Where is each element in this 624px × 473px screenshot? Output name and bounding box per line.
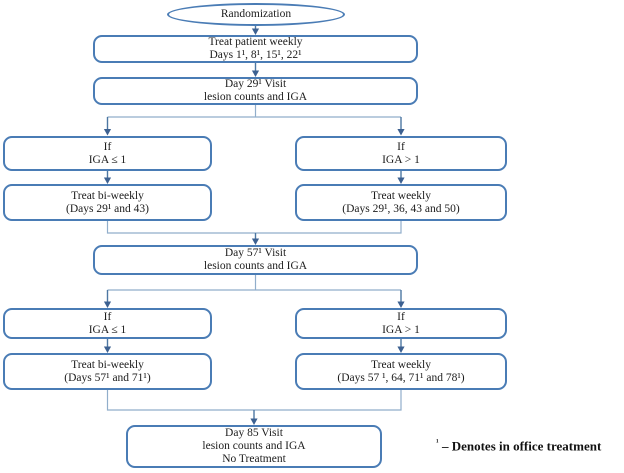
node-line: IGA ≤ 1 [88, 323, 127, 336]
arrowhead-icon [397, 301, 405, 308]
merge-line-to-day85 [106, 390, 402, 411]
node-day-29-visit: Day 29¹ Visit lesion counts and IGA [93, 77, 418, 105]
node-line: Treat weekly [371, 358, 431, 371]
arrowhead-icon [103, 301, 112, 308]
arrow-shafts [106, 25, 402, 420]
arrowhead-icon [103, 177, 112, 184]
node-line: Treat weekly [371, 189, 431, 202]
node-day-57-visit: Day 57¹ Visit lesion counts and IGA [93, 245, 418, 275]
node-line: (Days 57¹ and 71¹) [64, 371, 151, 384]
split-line-day29 [107, 105, 401, 118]
node-treat-biweekly-first: Treat bi-weekly (Days 29¹ and 43) [3, 184, 212, 221]
node-line: If [397, 310, 405, 323]
arrowhead-icon [103, 346, 112, 353]
node-treat-weekly-first: Treat weekly (Days 29¹, 36, 43 and 50) [295, 184, 507, 221]
arrowhead-icon [250, 418, 258, 425]
node-if-iga-le-1-second: If IGA ≤ 1 [3, 308, 212, 339]
node-randomization: Randomization [167, 3, 345, 26]
node-treat-biweekly-second: Treat bi-weekly (Days 57¹ and 71¹) [3, 353, 212, 390]
footnote-marker: ¹ [436, 437, 439, 447]
arrowhead-icon [251, 70, 260, 77]
arrowhead-icon [251, 238, 260, 245]
node-line: (Days 29¹ and 43) [66, 202, 149, 215]
node-line: lesion counts and IGA [203, 260, 308, 272]
node-line: If [103, 140, 112, 153]
node-line: Treat patient weekly [208, 36, 303, 48]
node-if-iga-gt-1-second: If IGA > 1 [295, 308, 507, 339]
node-line: Day 85 Visit [225, 427, 283, 439]
arrowhead-icon [397, 129, 405, 136]
node-line: Day 29¹ Visit [224, 78, 287, 90]
footnote-text: – Denotes in office treatment [441, 438, 602, 454]
node-day-85-visit: Day 85 Visit lesion counts and IGA No Tr… [126, 425, 382, 468]
node-line: Day 57¹ Visit [224, 247, 287, 259]
node-if-iga-gt-1-first: If IGA > 1 [295, 136, 507, 171]
node-line: No Treatment [222, 453, 286, 465]
node-line: If [397, 140, 405, 153]
arrowhead-icon [397, 346, 405, 353]
node-treat-weekly-second: Treat weekly (Days 57 ¹, 64, 71¹ and 78¹… [295, 353, 507, 390]
footnote: ¹ – Denotes in office treatment [436, 434, 621, 454]
split-line-day57 [107, 275, 401, 291]
node-treat-patient-weekly: Treat patient weekly Days 1¹, 8¹, 15¹, 2… [93, 35, 418, 63]
arrowhead-icon [251, 28, 260, 35]
node-line: (Days 57 ¹, 64, 71¹ and 78¹) [337, 371, 465, 384]
node-line: IGA > 1 [382, 153, 420, 166]
node-line: Treat bi-weekly [71, 189, 144, 202]
arrowhead-icon [397, 177, 405, 184]
arrowhead-icon [103, 129, 112, 136]
node-line: (Days 29¹, 36, 43 and 50) [342, 202, 460, 215]
node-line: If [103, 310, 112, 323]
merge-line-to-day57 [106, 221, 402, 234]
node-line: IGA > 1 [382, 323, 420, 336]
node-line: IGA ≤ 1 [88, 153, 127, 166]
node-line: Days 1¹, 8¹, 15¹, 22¹ [209, 49, 302, 61]
node-line: lesion counts and IGA [202, 440, 306, 452]
node-if-iga-le-1-first: If IGA ≤ 1 [3, 136, 212, 171]
node-label: Randomization [220, 8, 292, 20]
node-line: lesion counts and IGA [203, 91, 308, 103]
node-line: Treat bi-weekly [71, 358, 144, 371]
